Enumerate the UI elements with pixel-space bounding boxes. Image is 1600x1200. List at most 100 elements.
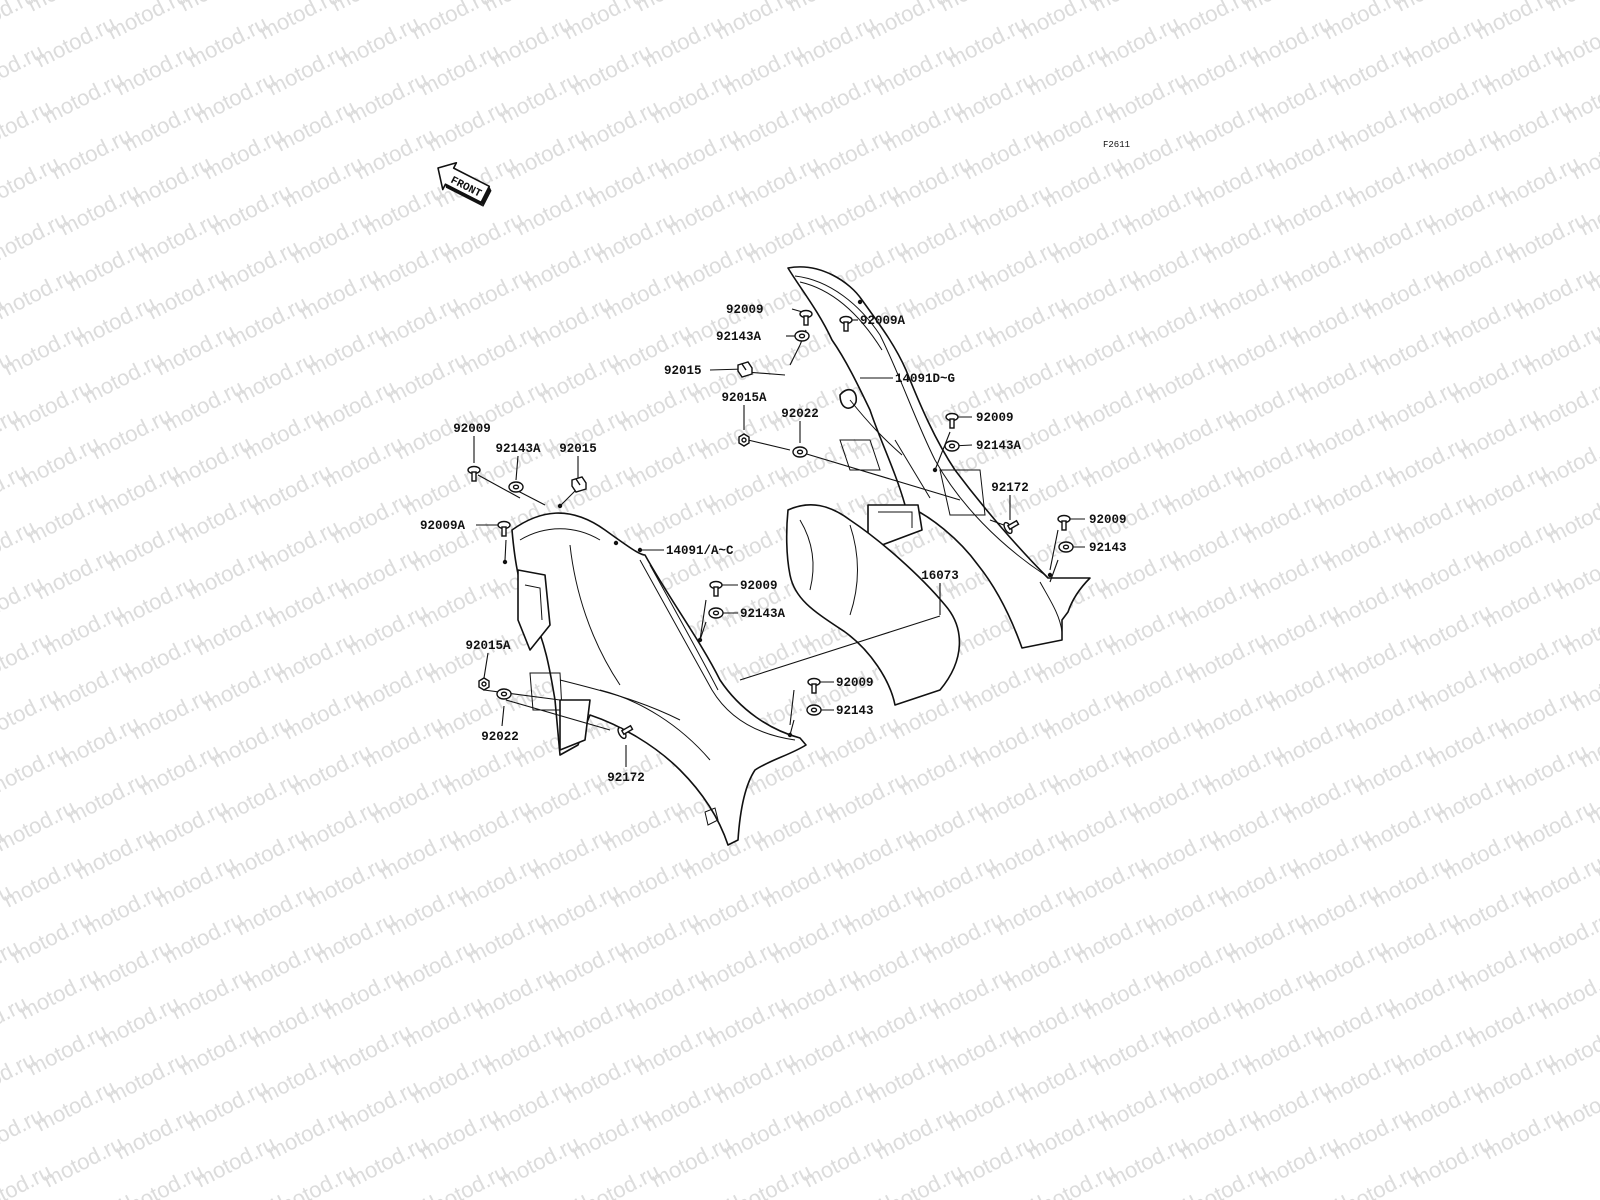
clip-nut-icon <box>737 361 753 378</box>
mount-point <box>557 503 563 509</box>
mount-point <box>502 559 508 565</box>
bolt-icon <box>467 465 481 482</box>
washer-icon <box>496 688 512 700</box>
callout-label-c17: 92009A <box>420 519 466 533</box>
mount-point <box>932 467 938 473</box>
bolt-icon <box>709 580 723 597</box>
watermark-text: motod.ru <box>631 0 720 16</box>
bolt-icon <box>497 520 511 537</box>
watermark-text: motod.ru <box>1519 319 1600 381</box>
watermark-text: motod.ru <box>1391 0 1480 16</box>
callout-label-c19: 92009 <box>740 579 778 593</box>
callout-label-c11: 92009 <box>1089 513 1127 527</box>
leader-line-c22 <box>501 705 505 727</box>
washer-icon <box>794 330 810 342</box>
watermark-text: motod.ru <box>879 1159 968 1200</box>
callout-label-c3: 92143A <box>716 330 762 344</box>
leader-line-c15 <box>515 455 519 481</box>
mount-point <box>613 540 619 546</box>
bolt-icon <box>945 412 959 429</box>
bolt-icon <box>807 677 821 694</box>
watermark-text: motod.ru <box>1239 0 1328 16</box>
callout-label-c18: 14091/A~C <box>666 544 734 558</box>
callout-label-c8: 92009 <box>976 411 1014 425</box>
callout-label-c12: 92143 <box>1089 541 1127 555</box>
washer-icon <box>508 481 524 493</box>
watermark-text: motod.ru <box>1335 1159 1424 1200</box>
watermark-text: motod.ru <box>1087 0 1176 16</box>
callout-label-c23: 92172 <box>607 771 645 785</box>
callout-label-c24: 92009 <box>836 676 874 690</box>
watermark-text: motod.ru <box>255 0 344 44</box>
bolt-icon <box>799 309 813 326</box>
watermark-text: motod.ru <box>935 0 1024 16</box>
part-leader <box>483 689 561 701</box>
part-leader <box>789 344 801 366</box>
callout-label-c25: 92143 <box>836 704 874 718</box>
watermark-text: motod.ru <box>1535 963 1600 1025</box>
part-leader <box>789 689 795 726</box>
watermark-text: motod.ru <box>1543 487 1600 549</box>
watermark-text: motod.ru <box>1543 0 1600 16</box>
watermark-text: motod.ru <box>1551 543 1600 605</box>
part-leader <box>1049 529 1059 571</box>
part-leader <box>699 599 707 641</box>
callout-labels: 9200992009A92143A9201514091D~G92015A9202… <box>420 303 1127 785</box>
watermark-text: motod.ru <box>1183 1159 1272 1200</box>
mount-point <box>857 299 863 305</box>
washer-icon <box>806 704 822 716</box>
watermark-text: motod.ru <box>1535 431 1600 493</box>
callout-label-c15: 92143A <box>495 442 541 456</box>
callout-label-c5: 14091D~G <box>895 372 955 386</box>
washer-icon <box>708 607 724 619</box>
hardware-layer <box>467 299 1074 740</box>
part-leader <box>739 615 941 681</box>
bolt-icon <box>839 315 853 332</box>
part-leader <box>515 489 546 506</box>
watermark-text: motod.ru <box>711 0 800 44</box>
part-leader <box>505 699 611 731</box>
callout-label-c13: 16073 <box>921 569 959 583</box>
callout-label-c20: 92143A <box>740 607 786 621</box>
callout-label-c7: 92022 <box>781 407 819 421</box>
center-panel <box>785 504 961 706</box>
callout-label-c4: 92015 <box>664 364 702 378</box>
mount-point <box>1047 572 1053 578</box>
watermark-text: motod.ru <box>783 0 872 16</box>
watermark-text: motod.ru <box>1167 0 1256 44</box>
mount-point <box>697 637 703 643</box>
nut-icon <box>738 433 750 447</box>
watermark-text: motod.ru <box>103 0 192 44</box>
watermark-text: motod.ru <box>327 0 416 16</box>
leader-lines <box>473 308 1085 767</box>
watermark-text: motod.ru <box>1031 1159 1120 1200</box>
callout-label-c1: 92009 <box>726 303 764 317</box>
callout-label-c2: 92009A <box>860 314 906 328</box>
mount-point <box>787 732 793 738</box>
callout-label-c14: 92009 <box>453 422 491 436</box>
watermark-text: motod.ru <box>1015 0 1104 44</box>
part-leader <box>747 439 791 451</box>
watermark-text: motod.ru <box>559 0 648 44</box>
watermark-text: motod.ru <box>23 0 112 16</box>
watermark-text: motod.ru <box>1551 1075 1600 1137</box>
part-leader <box>789 719 795 736</box>
mount-point <box>637 547 643 553</box>
part-leader <box>799 451 961 501</box>
callout-label-c10: 92172 <box>991 481 1029 495</box>
watermark-text: motod.ru <box>1543 1019 1600 1081</box>
watermark-text: motod.ru <box>863 0 952 44</box>
watermark-text: motod.ru <box>1519 851 1600 913</box>
watermark-text: motod.ru <box>407 0 496 44</box>
watermark-text: motod.ru <box>271 1159 360 1200</box>
washer-icon <box>1058 541 1074 553</box>
nut-icon <box>478 677 490 691</box>
part-leader <box>934 431 951 471</box>
washer-icon <box>944 440 960 452</box>
part-leader <box>477 474 521 499</box>
right-side-cover <box>787 266 1091 649</box>
watermark-text: motod.ru <box>1527 375 1600 437</box>
washer-icon <box>792 446 808 458</box>
watermark-text: motod.ru <box>575 1159 664 1200</box>
